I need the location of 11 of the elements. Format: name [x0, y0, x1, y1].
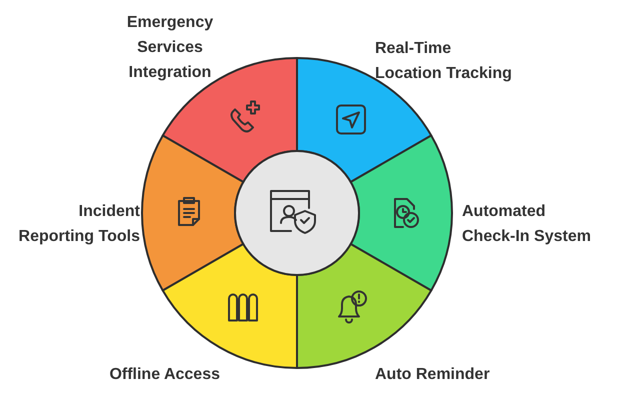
wheel-segment — [162, 243, 298, 369]
wheel-segment — [141, 134, 244, 292]
wheel-segment — [350, 134, 453, 292]
hub-circle — [234, 150, 360, 276]
wheel-segment — [296, 243, 432, 369]
segment-label: Real-Time Location Tracking — [375, 39, 513, 84]
segment-label: Automated Check-In System — [462, 202, 592, 247]
segment-label: Offline Access — [108, 365, 220, 385]
segment-label: Emergency Services Integration — [126, 13, 214, 83]
segment-label: Auto Reminder — [375, 365, 491, 385]
segment-label: Incident Reporting Tools — [18, 202, 140, 247]
